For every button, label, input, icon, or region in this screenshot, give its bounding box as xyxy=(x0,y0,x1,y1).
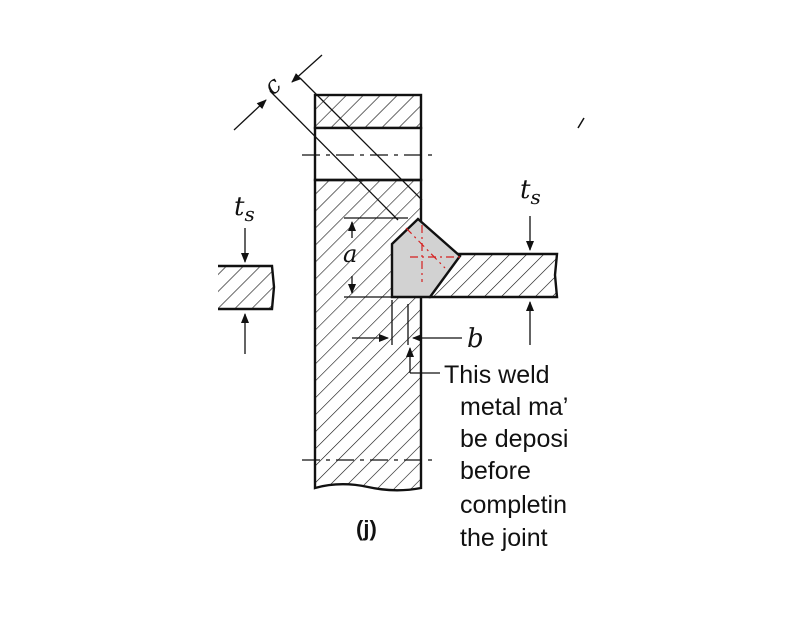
note-line-5: completin xyxy=(460,491,567,519)
note-line-4: before xyxy=(460,457,531,485)
label-c: c xyxy=(258,71,287,101)
label-ts-left: ts xyxy=(234,192,255,226)
weld-note: This weld metal ma’ be deposi before com… xyxy=(444,361,568,552)
note-leader xyxy=(406,347,440,374)
note-line-6: the joint xyxy=(460,524,548,552)
figure-id: (j) xyxy=(356,516,377,541)
dimension-ts-right: ts xyxy=(520,175,541,345)
dimension-ts-left: ts xyxy=(234,192,255,354)
note-line-3: be deposi xyxy=(460,425,568,453)
weld-bead xyxy=(390,217,462,299)
note-line-2: metal ma’ xyxy=(460,393,568,421)
label-b: b xyxy=(467,324,484,354)
scan-mark xyxy=(577,117,585,129)
dimension-a: a xyxy=(343,217,408,298)
dimension-b: b xyxy=(352,300,484,354)
note-line-1: This weld xyxy=(444,361,550,389)
label-a: a xyxy=(343,240,357,268)
label-ts-right: ts xyxy=(520,175,541,209)
left-plate-section xyxy=(218,264,276,311)
